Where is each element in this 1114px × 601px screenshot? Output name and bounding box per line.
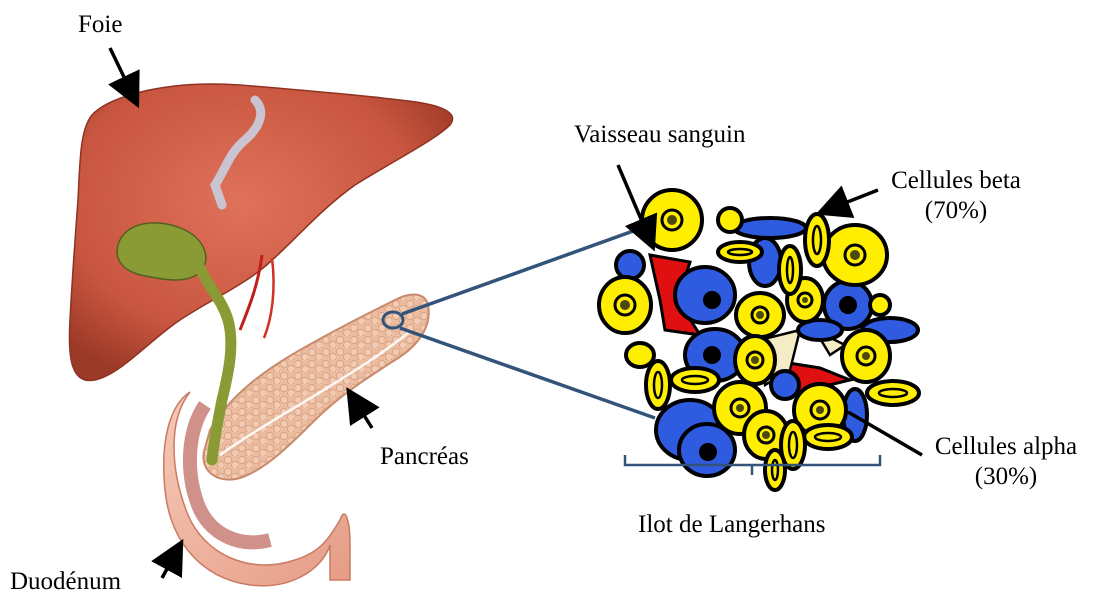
alpha-cells-percent: (30%) (916, 462, 1096, 492)
alpha-cells-label: Cellules alpha (30%) (916, 432, 1096, 492)
anatomy-illustration (69, 84, 452, 586)
islet-label: Ilot de Langerhans (638, 510, 825, 540)
beta-cells-percent: (70%) (876, 196, 1036, 226)
hepatic-artery-2 (264, 258, 274, 338)
alpha-cells-name: Cellules alpha (916, 432, 1096, 462)
beta-cells-name: Cellules beta (876, 166, 1036, 196)
beta-cells-label: Cellules beta (70%) (876, 166, 1036, 226)
beta-arrow (822, 190, 878, 212)
pancreas-label: Pancréas (380, 442, 469, 472)
duodenum-arrow (162, 545, 180, 578)
blood-vessel-label: Vaisseau sanguin (574, 120, 746, 150)
pancreas-arrow (350, 393, 372, 428)
liver-arrow (110, 48, 136, 102)
islet-bracket (625, 455, 880, 475)
zoom-line-bottom (400, 328, 655, 418)
liver-label: Foie (78, 10, 122, 40)
duodenum-label: Duodénum (10, 567, 121, 597)
